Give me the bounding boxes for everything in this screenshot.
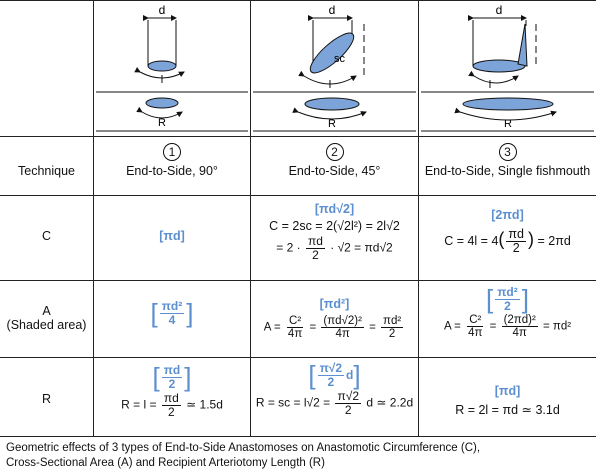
column-divider-1 [93, 0, 94, 437]
diagram1-R-label: R [158, 117, 166, 129]
column-divider-2 [250, 0, 251, 437]
row-a-label: A (Shaded area) [0, 304, 93, 332]
anastomosis-diagrams: d l R d sc l R d l [96, 3, 594, 132]
column-1-number: 1 [163, 143, 181, 161]
row-divider-a [0, 357, 596, 358]
row-r-label: R [41, 392, 52, 406]
technique-label: Technique [18, 164, 75, 178]
row-divider-header [0, 195, 596, 196]
row-a-sublabel: (Shaded area) [6, 318, 87, 332]
column-1-title: End-to-Side, 90° [126, 164, 218, 178]
column-1-header: 1 End-to-Side, 90° [94, 143, 250, 178]
c-col3-blue: [2πd] [491, 208, 524, 222]
diagram2-sc-label: sc [334, 53, 346, 65]
diagram2-l-label: l [329, 79, 331, 91]
diagram3-d-label: d [496, 3, 503, 17]
c-col2-cell: [πd√2] C = 2sc = 2(√2l²) = 2l√2 = 2 · πd… [251, 202, 418, 261]
c-col2-line1: C = 2sc = 2(√2l²) = 2l√2 [269, 219, 400, 233]
figure-caption: Geometric effects of 3 types of End-to-S… [6, 441, 480, 471]
column-3-number: 3 [498, 143, 517, 161]
c-col1-formula: [πd] [159, 229, 185, 243]
column-2-title: End-to-Side, 45° [288, 164, 381, 178]
table-bottom-border [0, 436, 596, 437]
r-col3-blue: [πd] [494, 384, 521, 398]
column-3-header: 3 End-to-Side, Single fishmouth [419, 143, 596, 178]
diagram-45-degree: d sc l R [253, 3, 416, 132]
diagram2-d-label: d [329, 3, 336, 17]
column-2-number: 2 [325, 143, 344, 161]
column-3-title: End-to-Side, Single fishmouth [424, 164, 591, 178]
row-divider-c [0, 280, 596, 281]
caption-line-1: Geometric effects of 3 types of End-to-S… [6, 442, 481, 454]
table-top-border [0, 0, 596, 1]
diagram2-R-label: R [328, 118, 336, 130]
row-divider-diagram [0, 136, 596, 137]
diagram1-d-label: d [159, 3, 166, 17]
diagram-90-degree: d l R [96, 3, 248, 132]
column-2-header: 2 End-to-Side, 45° [251, 143, 418, 178]
column-divider-3 [418, 0, 419, 437]
diagram-single-fishmouth: d l R [421, 3, 594, 132]
diagram3-R-label: R [504, 118, 512, 130]
diagram1-l-label: l [161, 74, 163, 86]
a-col2-blue: [πd²] [319, 297, 350, 311]
caption-line-2: Cross-Sectional Area (A) and Recipient A… [6, 457, 325, 469]
row-c-label: C [41, 229, 52, 243]
c-col2-blue: [πd√2] [314, 202, 355, 216]
r-col3-formula: R = 2l = πd ≃ 3.1d [455, 403, 560, 417]
diagram3-l-label: l [489, 79, 491, 91]
r-col3-cell: [πd] R = 2l = πd ≃ 3.1d [419, 384, 596, 417]
